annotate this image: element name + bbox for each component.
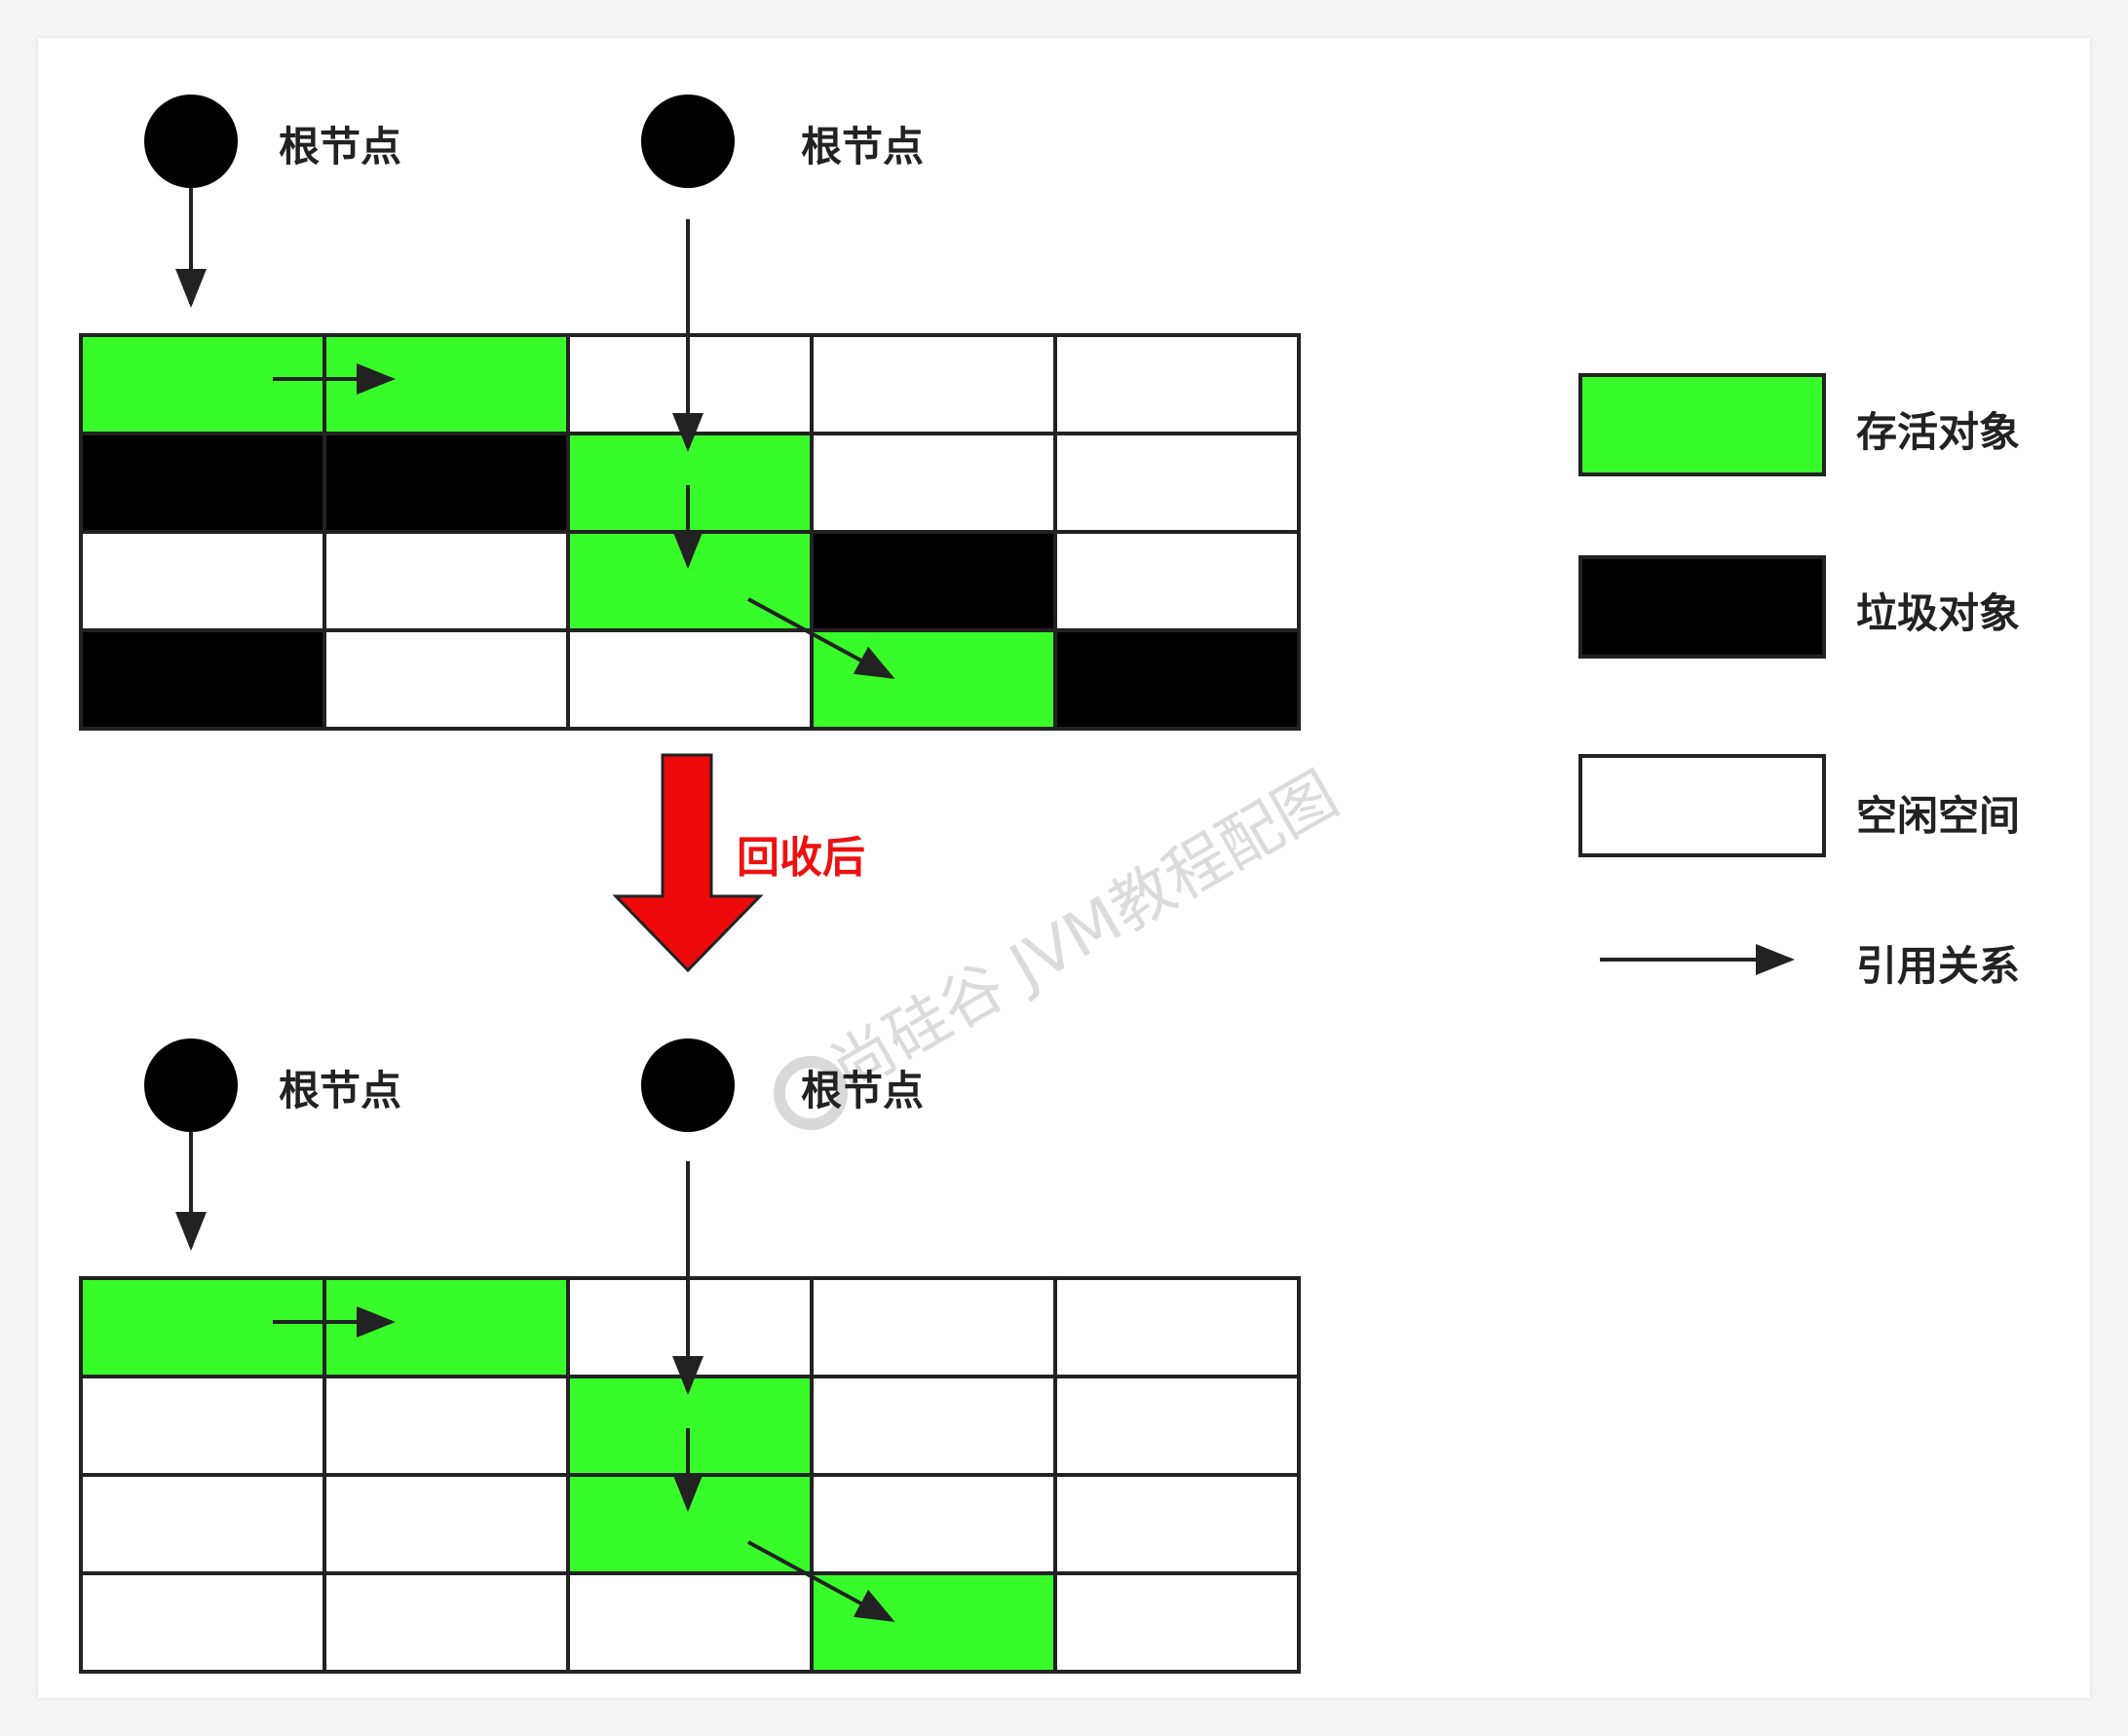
before-cell-free [810,432,1057,534]
before-cell-free [79,530,326,632]
root-node-1-top [144,94,238,188]
before-cell-garbage [79,432,326,534]
root-node-1-bottom [144,1038,238,1132]
legend-garbage-swatch [1578,555,1826,659]
before-cell-free [810,333,1057,435]
root-node-2-bottom-label: 根节点 [801,1067,924,1114]
legend-free-swatch [1578,754,1826,857]
before-cell-garbage [323,432,570,534]
memory-grid-before [79,333,1301,731]
before-cell-garbage [79,628,326,731]
diagram-canvas: 尚硅谷 JVM教程配图 根节点 根节点 回收后 根节点 根节点 存活对象 垃圾对… [38,38,2090,1698]
after-cell-free [323,1375,570,1477]
legend-live-label: 存活对象 [1856,408,2020,456]
reference-arrows-after [175,1132,895,1622]
after-cell-free [323,1473,570,1575]
red-down-arrow-icon [612,753,764,973]
after-cell-live [323,1276,570,1378]
after-cell-free [810,1473,1057,1575]
legend-live-swatch [1578,373,1826,476]
root-node-1-bottom-label: 根节点 [279,1067,401,1114]
before-cell-free [1053,530,1301,632]
ref-arrow-diagonal-after [747,1540,895,1622]
reference-arrows-before [175,188,895,679]
after-cell-free [79,1571,326,1674]
after-cell-free [1053,1571,1301,1674]
memory-grid-after [79,1276,1301,1674]
legend-garbage-label: 垃圾对象 [1856,589,2020,637]
after-cell-free [1053,1375,1301,1477]
after-cell-free [566,1571,814,1674]
after-cell-free [810,1375,1057,1477]
legend-free-label: 空闲空间 [1856,792,2020,840]
after-cell-free [79,1375,326,1477]
before-cell-free [323,530,570,632]
root-node-2-top-label: 根节点 [801,123,924,170]
legend-reference-label: 引用关系 [1856,942,2020,990]
after-cell-free [810,1276,1057,1378]
root-node-2-bottom [641,1038,735,1132]
after-cell-live [79,1276,326,1378]
watermark-text: 尚硅谷 JVM教程配图 [819,759,1350,1107]
before-cell-garbage [1053,628,1301,731]
before-cell-live [79,333,326,435]
after-cell-free [1053,1473,1301,1575]
watermark-logo-icon [774,1056,848,1130]
after-cell-free [79,1473,326,1575]
after-cell-live [810,1571,1057,1674]
after-cell-free [323,1571,570,1674]
before-cell-free [1053,432,1301,534]
before-cell-free [323,628,570,731]
transition-label: 回收后 [737,833,865,883]
root-node-2-top [641,94,735,188]
root-node-1-top-label: 根节点 [279,123,401,170]
before-cell-free [1053,333,1301,435]
ref-arrow-diagonal [747,597,895,679]
before-cell-live [323,333,570,435]
legend: 存活对象 垃圾对象 空闲空间 引用关系 [1578,373,2020,990]
before-cell-garbage [810,530,1057,632]
after-cell-free [1053,1276,1301,1378]
before-cell-live [810,628,1057,731]
before-cell-free [566,628,814,731]
